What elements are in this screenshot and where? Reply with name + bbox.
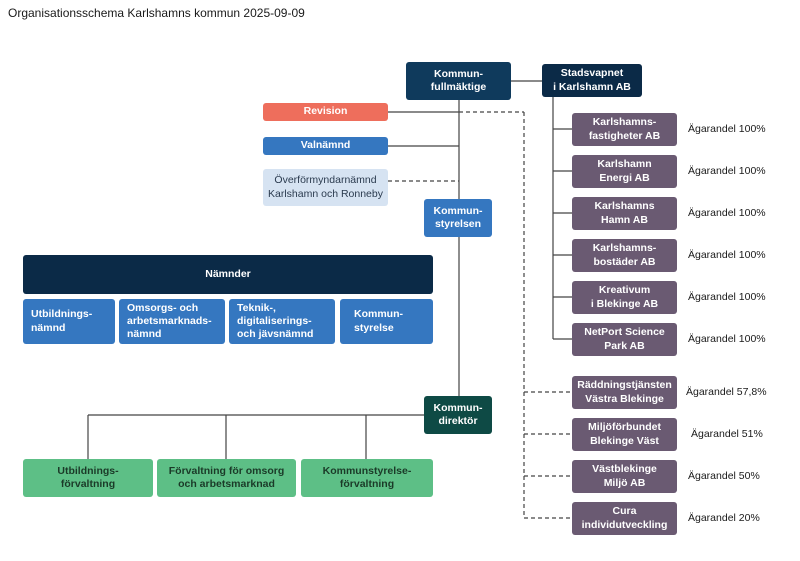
bolag-box: Kreativum i Blekinge AB xyxy=(572,281,677,314)
bolag-share: Ägarandel 100% xyxy=(688,207,766,219)
bolag-share: Ägarandel 100% xyxy=(688,333,766,345)
bolag-box: Karlshamns Hamn AB xyxy=(572,197,677,230)
kommunfullmaktige-box: Kommun- fullmäktige xyxy=(406,62,511,100)
stadsvapnet-box: Stadsvapnet i Karlshamn AB xyxy=(542,64,642,97)
namnd-kommunstyrelse: Kommun- styrelse xyxy=(340,299,433,344)
namnd-utbildning: Utbildnings- nämnd xyxy=(23,299,115,344)
bolag-share: Ägarandel 100% xyxy=(688,123,766,135)
kommunstyrelsen-box: Kommun- styrelsen xyxy=(424,199,492,237)
samagd-box: Västblekinge Miljö AB xyxy=(572,460,677,493)
kommundirektor-box: Kommun- direktör xyxy=(424,396,492,434)
samagd-box: Räddningstjänsten Västra Blekinge xyxy=(572,376,677,409)
namnder-header: Nämnder xyxy=(23,255,433,294)
bolag-share: Ägarandel 100% xyxy=(688,291,766,303)
samagd-share: Ägarandel 20% xyxy=(688,512,760,524)
valnamnd-box: Valnämnd xyxy=(263,137,388,155)
bolag-box: Karlshamns- fastigheter AB xyxy=(572,113,677,146)
forvaltning-kommunstyrelse: Kommunstyrelse- förvaltning xyxy=(301,459,433,497)
samagd-share: Ägarandel 51% xyxy=(691,428,763,440)
forvaltning-utbildning: Utbildnings- förvaltning xyxy=(23,459,153,497)
bolag-box: Karlshamn Energi AB xyxy=(572,155,677,188)
forvaltning-omsorg: Förvaltning för omsorg och arbetsmarknad xyxy=(157,459,296,497)
namnd-omsorg: Omsorgs- och arbetsmarknads- nämnd xyxy=(119,299,225,344)
overformyndarnamnd-box: Överförmyndarnämnd Karlshamn och Ronneby xyxy=(263,169,388,206)
namnd-teknik: Teknik-, digitaliserings- och jävsnämnd xyxy=(229,299,335,344)
samagd-box: Cura individutveckling xyxy=(572,502,677,535)
revision-box: Revision xyxy=(263,103,388,121)
page-title: Organisationsschema Karlshamns kommun 20… xyxy=(8,6,305,20)
samagd-share: Ägarandel 57,8% xyxy=(686,386,767,398)
bolag-box: NetPort Science Park AB xyxy=(572,323,677,356)
samagd-share: Ägarandel 50% xyxy=(688,470,760,482)
bolag-box: Karlshamns- bostäder AB xyxy=(572,239,677,272)
bolag-share: Ägarandel 100% xyxy=(688,165,766,177)
bolag-share: Ägarandel 100% xyxy=(688,249,766,261)
samagd-box: Miljöförbundet Blekinge Väst xyxy=(572,418,677,451)
